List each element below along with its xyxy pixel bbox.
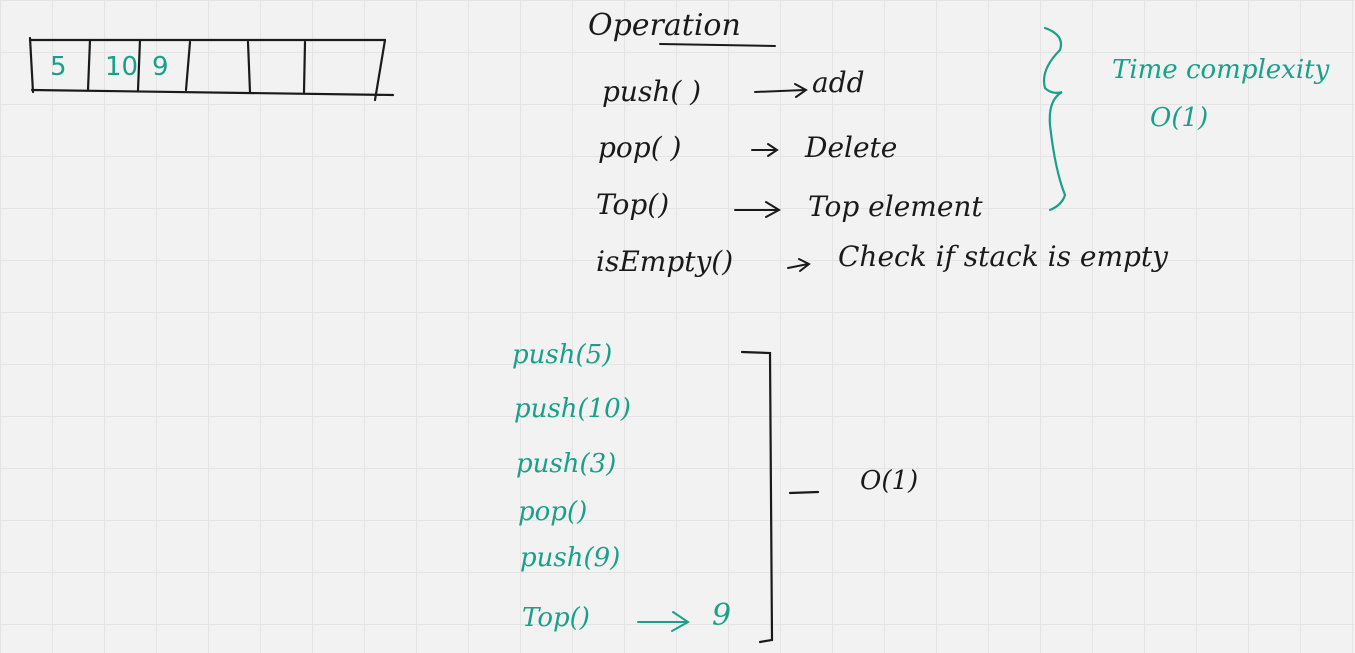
- example-step-1: push(10): [514, 394, 631, 424]
- arrow-top-result: [637, 611, 690, 632]
- array-cell-1: 10: [105, 52, 139, 82]
- time-complexity-value: O(1): [1150, 103, 1209, 133]
- example-bracket: [740, 350, 820, 644]
- op-top-label: Top(): [596, 188, 670, 221]
- example-step-0: push(5): [512, 340, 613, 370]
- op-pop-label: pop( ): [598, 131, 682, 164]
- heading-underline: [659, 43, 776, 47]
- op-push-desc: add: [812, 66, 865, 99]
- array-cell-0: 5: [50, 52, 67, 82]
- example-step-4: push(9): [520, 543, 621, 573]
- time-complexity-label: Time complexity: [1112, 55, 1330, 85]
- op-isempty-label: isEmpty(): [596, 245, 734, 278]
- op-top-desc: Top element: [808, 190, 983, 223]
- array-box: [28, 36, 395, 102]
- example-step-2: push(3): [516, 449, 617, 479]
- example-top-result: 9: [712, 598, 732, 633]
- arrow-push: [754, 83, 808, 98]
- example-top-call: Top(): [522, 603, 590, 633]
- arrow-top: [734, 201, 782, 218]
- operation-arrows: [659, 43, 811, 272]
- example-complexity: O(1): [860, 466, 919, 496]
- operations-heading: Operation: [588, 8, 741, 43]
- op-push-label: push( ): [602, 75, 702, 108]
- op-pop-desc: Delete: [805, 131, 898, 164]
- example-step-3: pop(): [518, 497, 588, 527]
- curly-brace: [1042, 26, 1067, 212]
- op-isempty-desc: Check if stack is empty: [838, 240, 1168, 273]
- arrow-isempty: [787, 258, 811, 272]
- array-cell-2: 9: [152, 52, 169, 82]
- arrow-pop: [751, 143, 779, 157]
